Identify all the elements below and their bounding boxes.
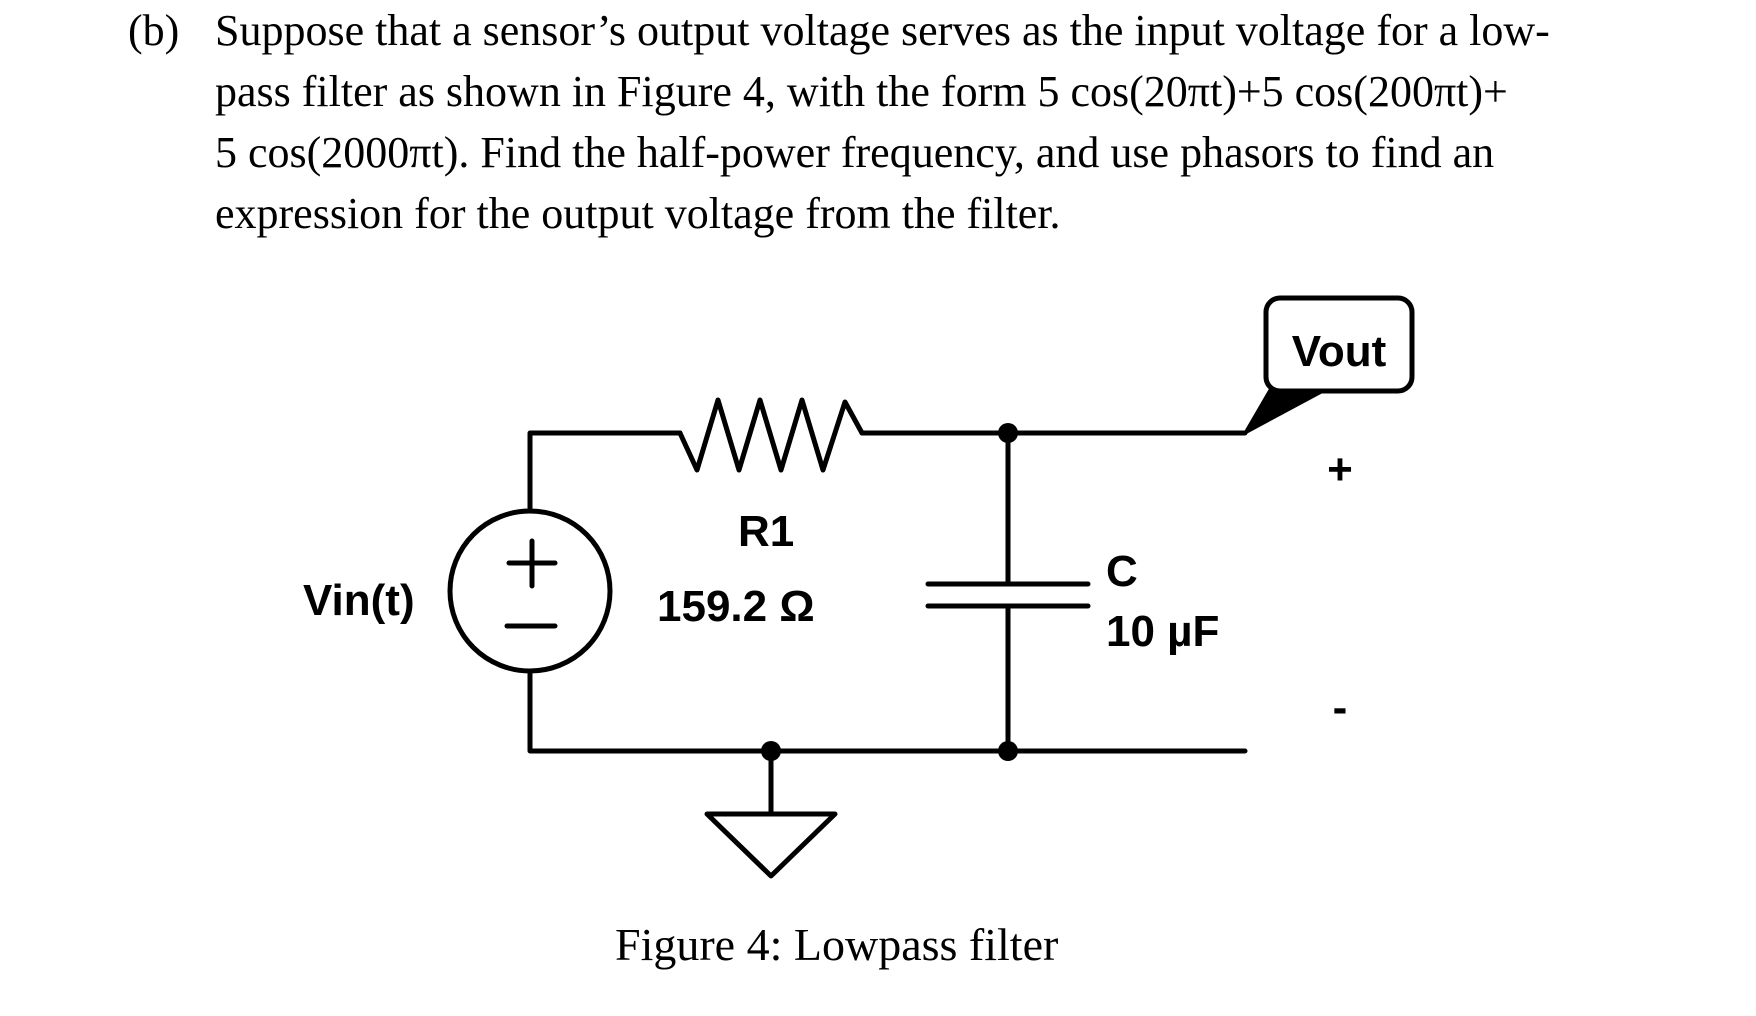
capacitor-name-label: C: [1106, 547, 1138, 596]
problem-body: Suppose that a sensor’s output voltage s…: [215, 0, 1615, 244]
figure-caption: Figure 4: Lowpass filter: [615, 919, 1059, 970]
node-bottom: [998, 741, 1018, 761]
vout-pointer: [1243, 388, 1327, 435]
problem-line-2: pass filter as shown in Figure 4, with t…: [215, 67, 1508, 116]
ground-icon: [704, 811, 838, 879]
problem-line-4: expression for the output voltage from t…: [215, 189, 1061, 238]
resistor-value-label: 159.2 Ω: [657, 582, 815, 631]
voltage-source-icon: [447, 508, 613, 674]
vout-tag-box: [1263, 295, 1415, 394]
resistor-name-label: R1: [738, 507, 794, 556]
node-top: [998, 423, 1018, 443]
vout-plus-label: +: [1327, 445, 1353, 494]
resistor-r1: [677, 397, 865, 473]
problem-line-3: 5 cos(2000πt). Find the half-power frequ…: [215, 128, 1495, 177]
vout-label: Vout: [1292, 327, 1387, 376]
vout-minus-label: -: [1333, 683, 1348, 732]
wire-source-top: [527, 430, 683, 511]
problem-line-1: Suppose that a sensor’s output voltage s…: [215, 6, 1550, 55]
vin-label: Vin(t): [303, 576, 415, 625]
node-ground: [761, 741, 781, 761]
problem-label: (b): [128, 6, 180, 55]
wire-source-bottom: [527, 671, 1248, 754]
source-plus-icon: [506, 538, 558, 589]
capacitor-value-label: 10 µF: [1106, 607, 1219, 656]
